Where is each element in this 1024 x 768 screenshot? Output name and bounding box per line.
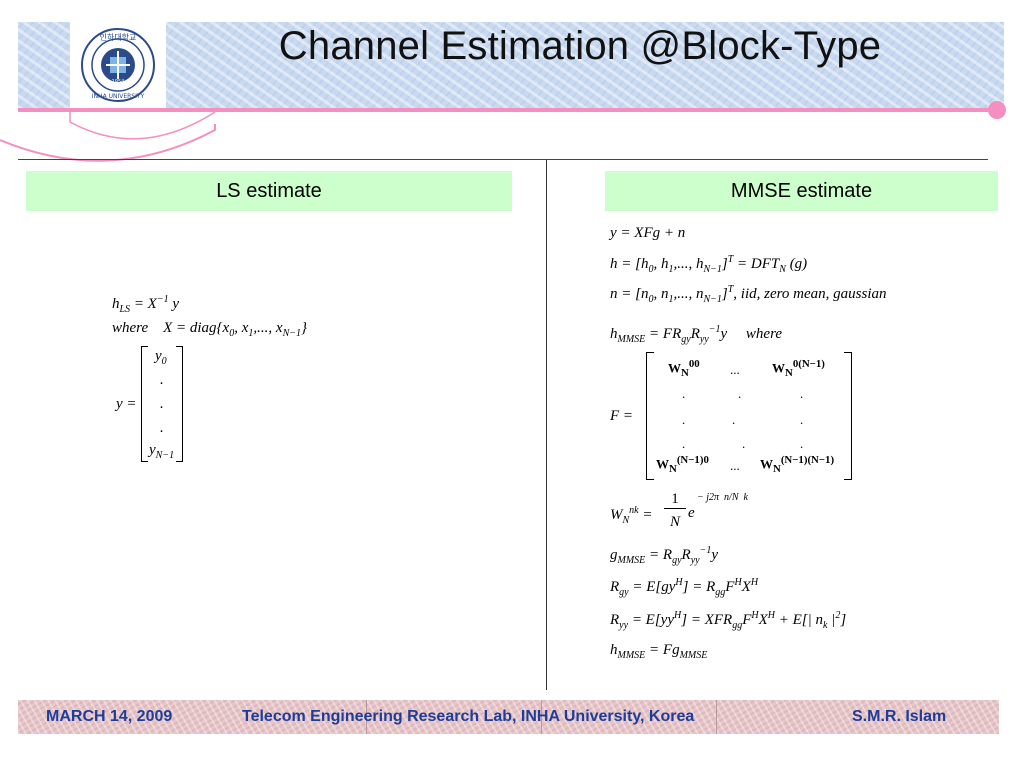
dft-matrix-right-bracket [844, 352, 852, 480]
ls-vector-yn1: yN−1 [149, 442, 175, 461]
dft-matrix-dot: . [800, 386, 804, 401]
twiddle-exponential: e [688, 505, 695, 521]
dft-matrix-dot: . [682, 436, 686, 451]
dft-matrix-ellipsis: ... [730, 458, 740, 473]
svg-text:1954: 1954 [112, 79, 125, 85]
dft-matrix-dot: . [682, 386, 686, 401]
mmse-eq-noise: n = [n0, n1,..., nN−1]T, iid, zero mean,… [610, 284, 887, 305]
ls-estimate-heading: LS estimate [26, 171, 512, 211]
ls-vector-dot: . [160, 420, 164, 436]
ryy-equation: Ryy = E[yyH] = XFRggFHXH + E[| nk |2] [610, 610, 847, 631]
ls-where-clause: where X = diag{x0, x1,..., xN−1} [112, 320, 307, 339]
ls-vector-left-bracket [141, 346, 148, 462]
svg-text:인하대학교: 인하대학교 [100, 32, 137, 42]
ls-vector-y0: y0 [155, 348, 167, 367]
dft-matrix-entry: WN(N−1)(N−1) [760, 454, 835, 475]
dft-matrix-ellipsis: ... [730, 362, 740, 377]
ls-vector-right-bracket [176, 346, 183, 462]
g-mmse-equation: gMMSE = RgyRyy−1y [610, 545, 719, 566]
mmse-estimate-heading: MMSE estimate [605, 171, 998, 211]
rgy-equation: Rgy = E[gyH] = RggFHXH [610, 577, 759, 598]
dft-matrix-entry: WN(N−1)0 [656, 454, 709, 475]
accent-dot [988, 101, 1006, 119]
dft-matrix-entry: WN00 [668, 358, 700, 379]
mmse-eq-estimate: hMMSE = FRgyRyy−1y where [610, 324, 783, 345]
footer-date: MARCH 14, 2009 [46, 708, 173, 725]
dft-matrix-left-bracket [646, 352, 654, 480]
twiddle-lhs: WNnk = [610, 505, 653, 526]
university-seal: 인하대학교 INHA UNIVERSITY 1954 [81, 28, 155, 102]
dft-matrix-lhs: F = [610, 408, 634, 424]
column-divider [546, 160, 547, 690]
slide-title: Channel Estimation @Block-Type [278, 24, 882, 68]
dft-matrix-dot: . [682, 412, 686, 427]
ls-vector-lhs: y = [116, 396, 137, 412]
h-mmse-final-equation: hMMSE = FgMMSE [610, 642, 708, 661]
svg-text:INHA UNIVERSITY: INHA UNIVERSITY [92, 93, 145, 100]
top-divider [18, 159, 988, 160]
mmse-eq-channel: h = [h0, h1,..., hN−1]T = DFTN (g) [610, 254, 808, 275]
ls-equation: hLS = X−1 y [112, 294, 180, 315]
twiddle-numerator: 1 [664, 491, 686, 509]
ls-vector-dot: . [160, 372, 164, 388]
twiddle-denominator: N [669, 514, 680, 530]
footer-lab: Telecom Engineering Research Lab, INHA U… [242, 708, 695, 725]
dft-matrix-dot: . [800, 436, 804, 451]
mmse-eq-signal: y = XFg + n [610, 225, 686, 241]
dft-matrix-dot: . [738, 386, 742, 401]
footer-divider [716, 700, 717, 734]
dft-matrix-dot: . [732, 412, 736, 427]
footer-author: S.M.R. Islam [852, 708, 947, 725]
footer-bar: MARCH 14, 2009 Telecom Engineering Resea… [18, 700, 999, 734]
dft-matrix-dot: . [800, 412, 804, 427]
decorative-swoosh [0, 108, 216, 162]
dft-matrix-dot: . [742, 436, 746, 451]
twiddle-exponent: − j2π n/N k [697, 492, 748, 503]
dft-matrix-entry: WN0(N−1) [772, 358, 825, 379]
header-band [18, 22, 1004, 108]
accent-line [18, 108, 993, 112]
footer-divider [541, 700, 542, 734]
ls-vector-dot: . [160, 396, 164, 412]
footer-divider [366, 700, 367, 734]
